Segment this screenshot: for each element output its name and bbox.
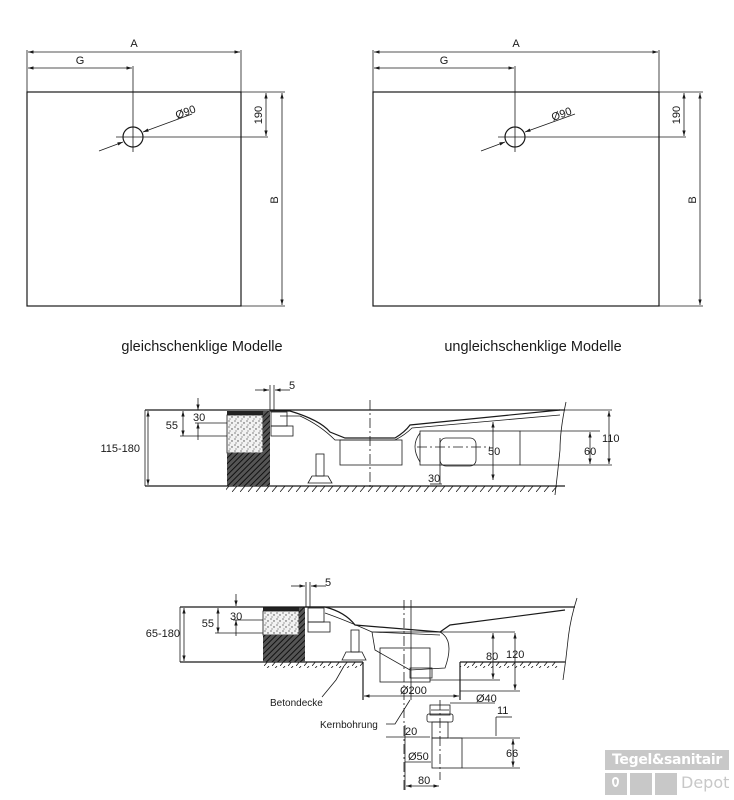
dim-b: B [687,196,699,203]
dim-drain-height: 50 [488,446,500,458]
dim-190: 190 [671,106,683,124]
dim-tile-top: 30 [230,611,242,623]
dim-g: G [76,55,85,67]
dim-trap-depth: 80 [486,651,498,663]
dim-gap: 5 [289,380,295,392]
dim-tile-bed: 55 [202,618,214,630]
dim-pipe-diameter: Ø50 [408,751,429,763]
plan-view-non-isosceles: A G Ø90 190 B [372,38,703,307]
dim-b: B [269,196,281,203]
dim-diameter: Ø90 [174,103,198,121]
dim-outlet-height: 60 [584,446,596,458]
dim-a: A [130,38,138,50]
dim-outlet-diameter: Ø40 [476,693,497,705]
dim-tile-bed: 55 [166,420,178,432]
dim-axis-offset: 20 [405,726,417,738]
dim-total-height: 110 [602,433,620,445]
dim-tile-top: 30 [193,412,205,424]
caption-non-isosceles: ungleichschenklige Modelle [444,339,621,355]
label-slab: Betondecke [270,698,323,709]
dim-diameter: Ø90 [550,105,574,123]
section-view-recessed: 65-180 55 30 5 80 120 Ø200 Ø40 11 66 20 [146,577,578,790]
label-core-hole: Kernbohrung [320,720,378,731]
dim-gap: 5 [325,577,331,589]
logo-brand-bottom: Depot [681,773,730,792]
dim-pipe-offset: 11 [497,705,508,717]
watermark-logo: Tegel&sanitair Depot [605,750,733,798]
drop-icon [612,777,619,787]
dim-core-drill: Ø200 [400,685,427,697]
dim-pipe-height: 66 [506,748,518,760]
logo-brand-top: Tegel&sanitair [605,750,729,770]
dim-total-depth: 120 [506,649,524,661]
plan-view-isosceles: A G Ø90 190 B [26,38,285,307]
caption-isosceles: gleichschenklige Modelle [121,339,282,355]
dim-distance: 80 [418,775,430,787]
logo-drop-square [605,773,627,795]
logo-square [630,773,652,795]
dim-g: G [440,55,449,67]
dim-install-height: 65-180 [146,628,180,640]
dim-190: 190 [253,106,265,124]
dim-drain-offset: 30 [428,473,440,485]
dim-a: A [512,38,520,50]
logo-square [655,773,677,795]
dim-install-height: 115-180 [100,443,140,455]
section-view-floor-mounted: 115-180 55 30 5 50 30 60 110 [100,380,620,496]
